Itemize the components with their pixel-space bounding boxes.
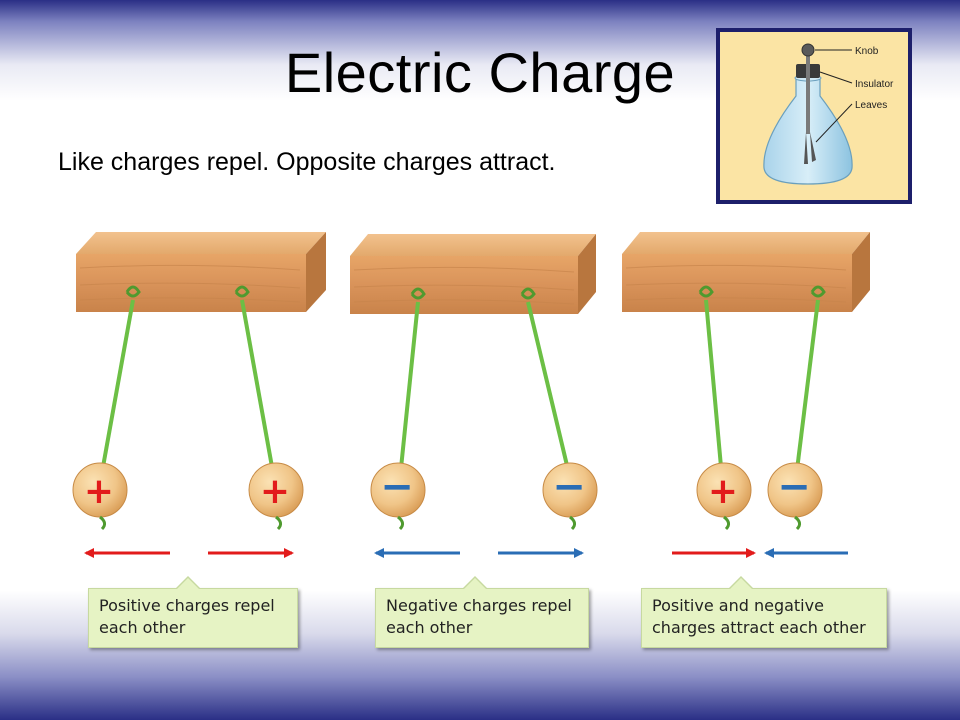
wooden-block (622, 232, 870, 312)
electroscope-label-leaves: Leaves (855, 100, 887, 111)
negative-sign: − (380, 464, 414, 510)
electroscope-knob (801, 43, 815, 57)
negative-sign: − (777, 464, 811, 510)
positive-sign: + (708, 471, 738, 512)
caption-line: each other (386, 618, 473, 637)
thread (99, 299, 135, 479)
electroscope-figure: Knob Insulator Leaves (716, 28, 912, 204)
caption-line: Positive and negative (652, 596, 824, 615)
caption-negative-repel: Negative charges repel each other (375, 576, 589, 648)
caption-line: Positive charges repel (99, 596, 275, 615)
positive-sign: + (84, 471, 114, 512)
caption-opposite-attract: Positive and negative charges attract ea… (641, 576, 887, 648)
electroscope-leaves (804, 132, 816, 164)
electroscope-rod (806, 54, 810, 134)
wooden-block (76, 232, 326, 312)
panel-positive-repel: + + (72, 232, 326, 558)
panel-negative-repel: − − (350, 234, 598, 558)
slide-title: Electric Charge (284, 41, 676, 104)
electroscope-label-insulator: Insulator (855, 79, 894, 90)
thread (794, 299, 820, 479)
caption-line: Negative charges repel (386, 596, 572, 615)
thread (526, 301, 572, 479)
electroscope-label-knob: Knob (855, 46, 879, 57)
wooden-block (350, 234, 596, 314)
thread (240, 299, 276, 479)
caption-line: charges attract each other (652, 618, 866, 637)
negative-sign: − (552, 464, 586, 510)
thread (398, 301, 420, 479)
panel-opposite-attract: + − (622, 232, 870, 558)
slide-subtitle: Like charges repel. Opposite charges att… (58, 148, 556, 176)
thread (704, 299, 724, 479)
caption-positive-repel: Positive charges repel each other (88, 576, 298, 648)
positive-sign: + (260, 471, 290, 512)
caption-line: each other (99, 618, 186, 637)
